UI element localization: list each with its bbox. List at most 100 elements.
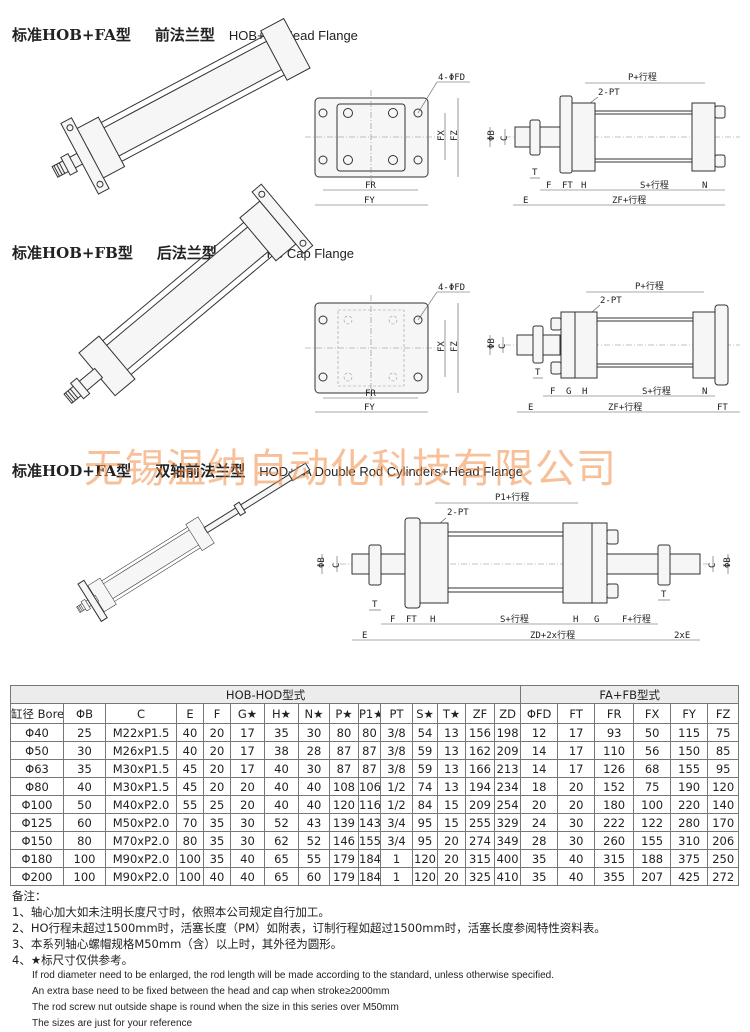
table-cell: 85 <box>707 741 740 760</box>
table-cell: 17 <box>230 759 265 778</box>
table-cell: Φ50 <box>10 741 64 760</box>
table-cell: 87 <box>358 741 381 760</box>
dimension-label: G <box>566 387 571 397</box>
table-cell: 325 <box>465 867 495 886</box>
dimension-label: FX <box>437 341 447 352</box>
dimension-label: FT <box>562 181 573 191</box>
table-cell: 13 <box>437 759 466 778</box>
dimension-label: C <box>332 563 342 568</box>
dimension-label: FR <box>365 181 376 191</box>
table-cell: 1/2 <box>380 795 413 814</box>
table-cell: 156 <box>465 723 495 742</box>
table-cell: 120 <box>329 795 359 814</box>
column-header: N★ <box>298 703 330 724</box>
table-cell: 17 <box>557 759 596 778</box>
table-cell: 349 <box>493 831 522 850</box>
table-cell: 234 <box>493 777 522 796</box>
table-cell: 15 <box>437 813 466 832</box>
table-cell: M50xP2.0 <box>105 813 177 832</box>
table-cell: 65 <box>264 867 299 886</box>
table-cell: 17 <box>230 723 265 742</box>
table-cell: 24 <box>520 813 559 832</box>
table-cell: 179 <box>329 849 359 868</box>
dimension-label: H <box>581 181 586 191</box>
note-en-2: An extra base need to be fixed between t… <box>32 986 390 997</box>
dimension-label: P+行程 <box>635 280 664 292</box>
table-cell: 250 <box>707 849 740 868</box>
column-header: ZF <box>465 703 495 724</box>
dimension-label: N <box>702 387 707 397</box>
dimension-label: 2-PT <box>447 508 469 518</box>
dimension-label: ΦB <box>723 557 733 568</box>
group-header-fa-fb: FA+FB型式 <box>520 685 740 704</box>
table-cell: 20 <box>557 795 596 814</box>
table-cell: 87 <box>329 759 359 778</box>
dimension-label: FT <box>717 403 728 413</box>
dimension-label: ΦB <box>487 338 497 349</box>
column-header: F <box>203 703 231 724</box>
table-cell: 40 <box>557 867 596 886</box>
table-cell: 30 <box>230 831 265 850</box>
dimension-label: E <box>528 403 533 413</box>
group-header-hob-hod: HOB-HOD型式 <box>9 685 522 704</box>
table-cell: 30 <box>298 723 330 742</box>
table-cell: M40xP2.0 <box>105 795 177 814</box>
table-cell: 184 <box>358 867 381 886</box>
table-cell: 40 <box>298 777 330 796</box>
table-cell: 52 <box>298 831 330 850</box>
dimension-label: FZ <box>450 130 460 141</box>
table-cell: M70xP2.0 <box>105 831 177 850</box>
table-cell: 375 <box>670 849 709 868</box>
table-cell: 209 <box>493 741 522 760</box>
table-cell: 400 <box>493 849 522 868</box>
table-cell: Φ63 <box>10 759 64 778</box>
column-header-row: 缸径 BoreΦBCEFG★H★N★P★P1★PTS★T★ZFZDΦFDFTFR… <box>10 703 740 724</box>
dimension-label: F <box>546 181 551 191</box>
dimension-label: FR <box>365 389 376 399</box>
table-cell: 274 <box>465 831 495 850</box>
table-cell: 206 <box>707 831 740 850</box>
table-cell: 3/4 <box>380 831 413 850</box>
table-cell: 222 <box>594 813 635 832</box>
table-cell: 166 <box>465 759 495 778</box>
table-cell: 25 <box>63 723 106 742</box>
dimension-label: P+行程 <box>628 71 657 83</box>
table-cell: 50 <box>633 723 672 742</box>
table-cell: 68 <box>633 759 672 778</box>
table-cell: 280 <box>670 813 709 832</box>
table-cell: 28 <box>298 741 330 760</box>
table-cell: 120 <box>707 777 740 796</box>
table-cell: 40 <box>264 759 299 778</box>
table-cell: 260 <box>594 831 635 850</box>
table-cell: 108 <box>329 777 359 796</box>
column-header: P1★ <box>358 703 381 724</box>
table-cell: 310 <box>670 831 709 850</box>
title-cn: 标准HOB+FB型 <box>12 244 133 262</box>
table-cell: Φ180 <box>10 849 64 868</box>
table-cell: 190 <box>670 777 709 796</box>
table-cell: 35 <box>264 723 299 742</box>
dimension-label: 2-PT <box>598 88 620 98</box>
table-cell: 3/8 <box>380 723 413 742</box>
note-en-1: If rod diameter need to be enlarged, the… <box>32 970 554 981</box>
dimension-label: S+行程 <box>642 385 671 397</box>
table-cell: 122 <box>633 813 672 832</box>
table-cell: 40 <box>264 795 299 814</box>
table-cell: 179 <box>329 867 359 886</box>
subtitle-cn: 双轴前法兰型 <box>155 462 246 480</box>
table-cell: 65 <box>264 849 299 868</box>
table-cell: 95 <box>707 759 740 778</box>
table-cell: 45 <box>176 777 204 796</box>
notes-heading: 备注： <box>12 889 47 903</box>
table-cell: 15 <box>437 795 466 814</box>
table-cell: 87 <box>329 741 359 760</box>
table-cell: 30 <box>63 741 106 760</box>
table-cell: 155 <box>670 759 709 778</box>
dimension-label: 2xE <box>674 631 690 641</box>
